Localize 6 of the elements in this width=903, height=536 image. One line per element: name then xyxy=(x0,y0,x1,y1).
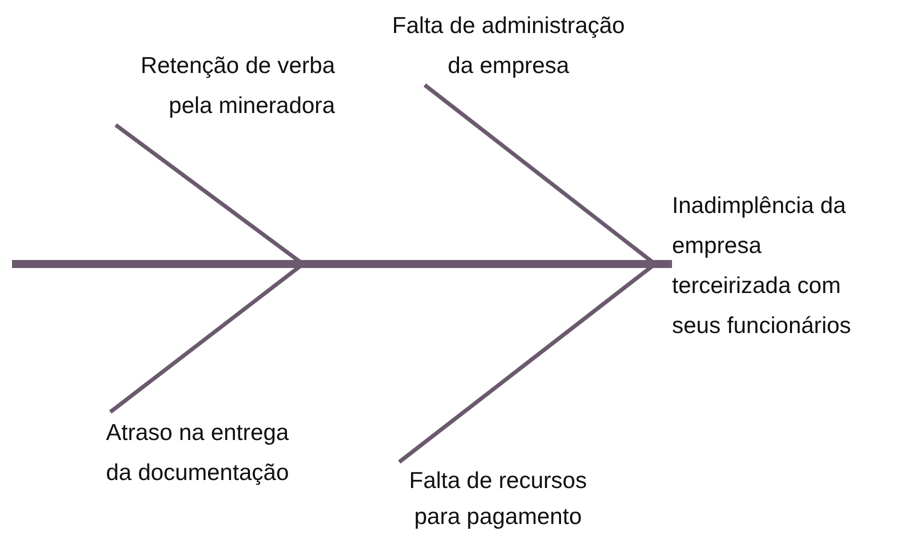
cause-label: Falta de recursos para pagamento xyxy=(408,466,588,531)
cause-label: Retenção de verba pela mineradora xyxy=(140,51,335,120)
cause-label: Falta de administração da empresa xyxy=(391,11,626,80)
spine-line xyxy=(12,260,672,268)
cause-label: Atraso na entrega da documentação xyxy=(106,418,290,487)
effect-label: Inadimplência da empresa terceirizada com seus funcionários xyxy=(672,191,852,340)
